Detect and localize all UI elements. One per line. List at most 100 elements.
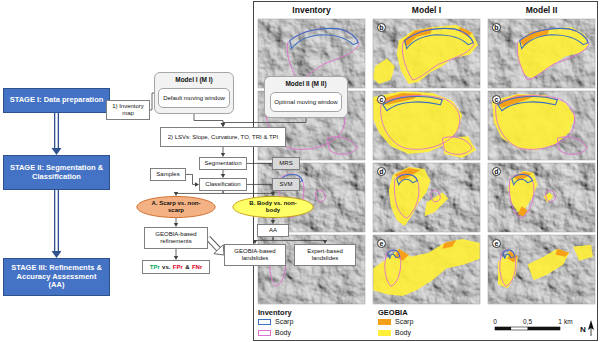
node-text: Optimal moving window [274,99,337,106]
map-cells [258,19,595,304]
connector [221,147,225,157]
connector [174,218,178,227]
node-text: FPr [173,264,183,271]
node-text: SVM [279,181,292,188]
process-box: AA [257,224,289,237]
panel-letter: b [492,23,501,32]
legend-text: Scarp [395,318,413,325]
node-text: vs. [162,264,170,271]
node-text: FNr [192,264,202,271]
process-box: 1) Inventory map [106,100,150,120]
map-use [373,91,480,160]
map-use [373,91,476,158]
ellipse-shape [137,196,215,217]
process-box: 2) LSVs: Slope, Curvature, TO, TRI & TPI [160,127,286,147]
stage-box: STAGE II: Segmentation & Classification [3,155,110,190]
connector-line [255,237,273,241]
connector-inner [208,238,219,250]
panel-letter: b [377,23,386,32]
connector-line [223,147,224,154]
model-box: Model II (M II) Optimal moving window [264,76,348,118]
model-box: Model I (M I) Default moving window [154,72,234,114]
node-text: STAGE II: Segmentation & Classification [9,164,104,181]
node-text: Classification [205,181,240,188]
map-use [402,28,474,80]
process-box: Segmentation [199,157,247,170]
map-use [389,167,448,226]
node-text: Default moving window [163,95,225,102]
node-text: Model I (M I) [175,76,213,83]
connector [223,191,275,196]
map-rect [488,19,595,88]
arrow-head [52,148,62,155]
connector [247,184,272,185]
node-text: GEOBIA-based refinements [148,231,204,245]
connector [208,238,224,255]
panel-letter: e [377,239,386,248]
connector-line [247,184,272,185]
node-text: MRS [279,160,292,167]
connector [273,237,327,244]
column-header: Inventory [292,5,330,15]
legend-swatch [378,330,391,336]
node-text: STAGE I: Data preparation [10,96,104,105]
legend-item: Body [378,329,411,336]
connector-line [247,163,272,164]
legend-text: Scarp [275,318,293,325]
scale-number: 0 [493,318,497,325]
node-text: STAGE III: Refinements & Accuracy Assess… [9,264,104,290]
arrow-head [174,192,178,196]
connector-line [186,174,196,184]
map-use [488,163,595,232]
connector-line [223,170,224,175]
ellipse-shape [233,196,313,217]
node-text: Model II (M II) [285,80,326,87]
map-use [373,163,480,232]
connector-line [54,190,59,252]
node-text: Samples [156,171,179,178]
map-line [591,328,592,336]
node-text: Expert-based landslides [298,248,352,262]
connector [52,113,62,155]
map-use [373,239,480,296]
connector [174,191,223,196]
map-use [373,235,480,304]
panel-letter: c [377,95,386,104]
connector-line [223,118,306,124]
map-rect [488,235,595,304]
connector-line [176,191,223,194]
map-rect [488,163,595,232]
connector-inner [55,190,57,252]
connector-line [273,237,325,241]
legend-item: Scarp [258,318,293,325]
arrow-head [214,245,224,255]
node-text: Segmentation [204,160,241,167]
column-header: Model I [412,5,441,15]
panel-letter: e [492,239,501,248]
method-box: MRS [272,157,300,170]
connector [194,114,225,127]
connector-line [208,238,219,250]
panel-letter: d [377,167,386,176]
connector [174,249,178,260]
connector-line [54,113,59,149]
cell-borders [258,19,595,304]
process-box: Expert-based landslides [294,244,356,266]
map-use [488,19,595,88]
connector-inner [55,113,57,149]
connector [186,174,199,186]
node-text: 2) LSVs: Slope, Curvature, TO, TRI & TPI [168,134,279,141]
panel-frame [254,2,598,341]
map-use [500,250,516,286]
legend-heading: Inventory [258,308,292,317]
scale-bar [495,327,560,330]
connector [52,190,62,258]
map-use [385,250,401,286]
legend-item: Body [258,329,291,336]
node-text: 1) Inventory map [110,103,146,117]
process-box: Samples [150,168,186,181]
connector [221,118,306,127]
north-label: N [580,325,586,334]
connector-line [223,191,273,194]
map-use [488,235,595,304]
